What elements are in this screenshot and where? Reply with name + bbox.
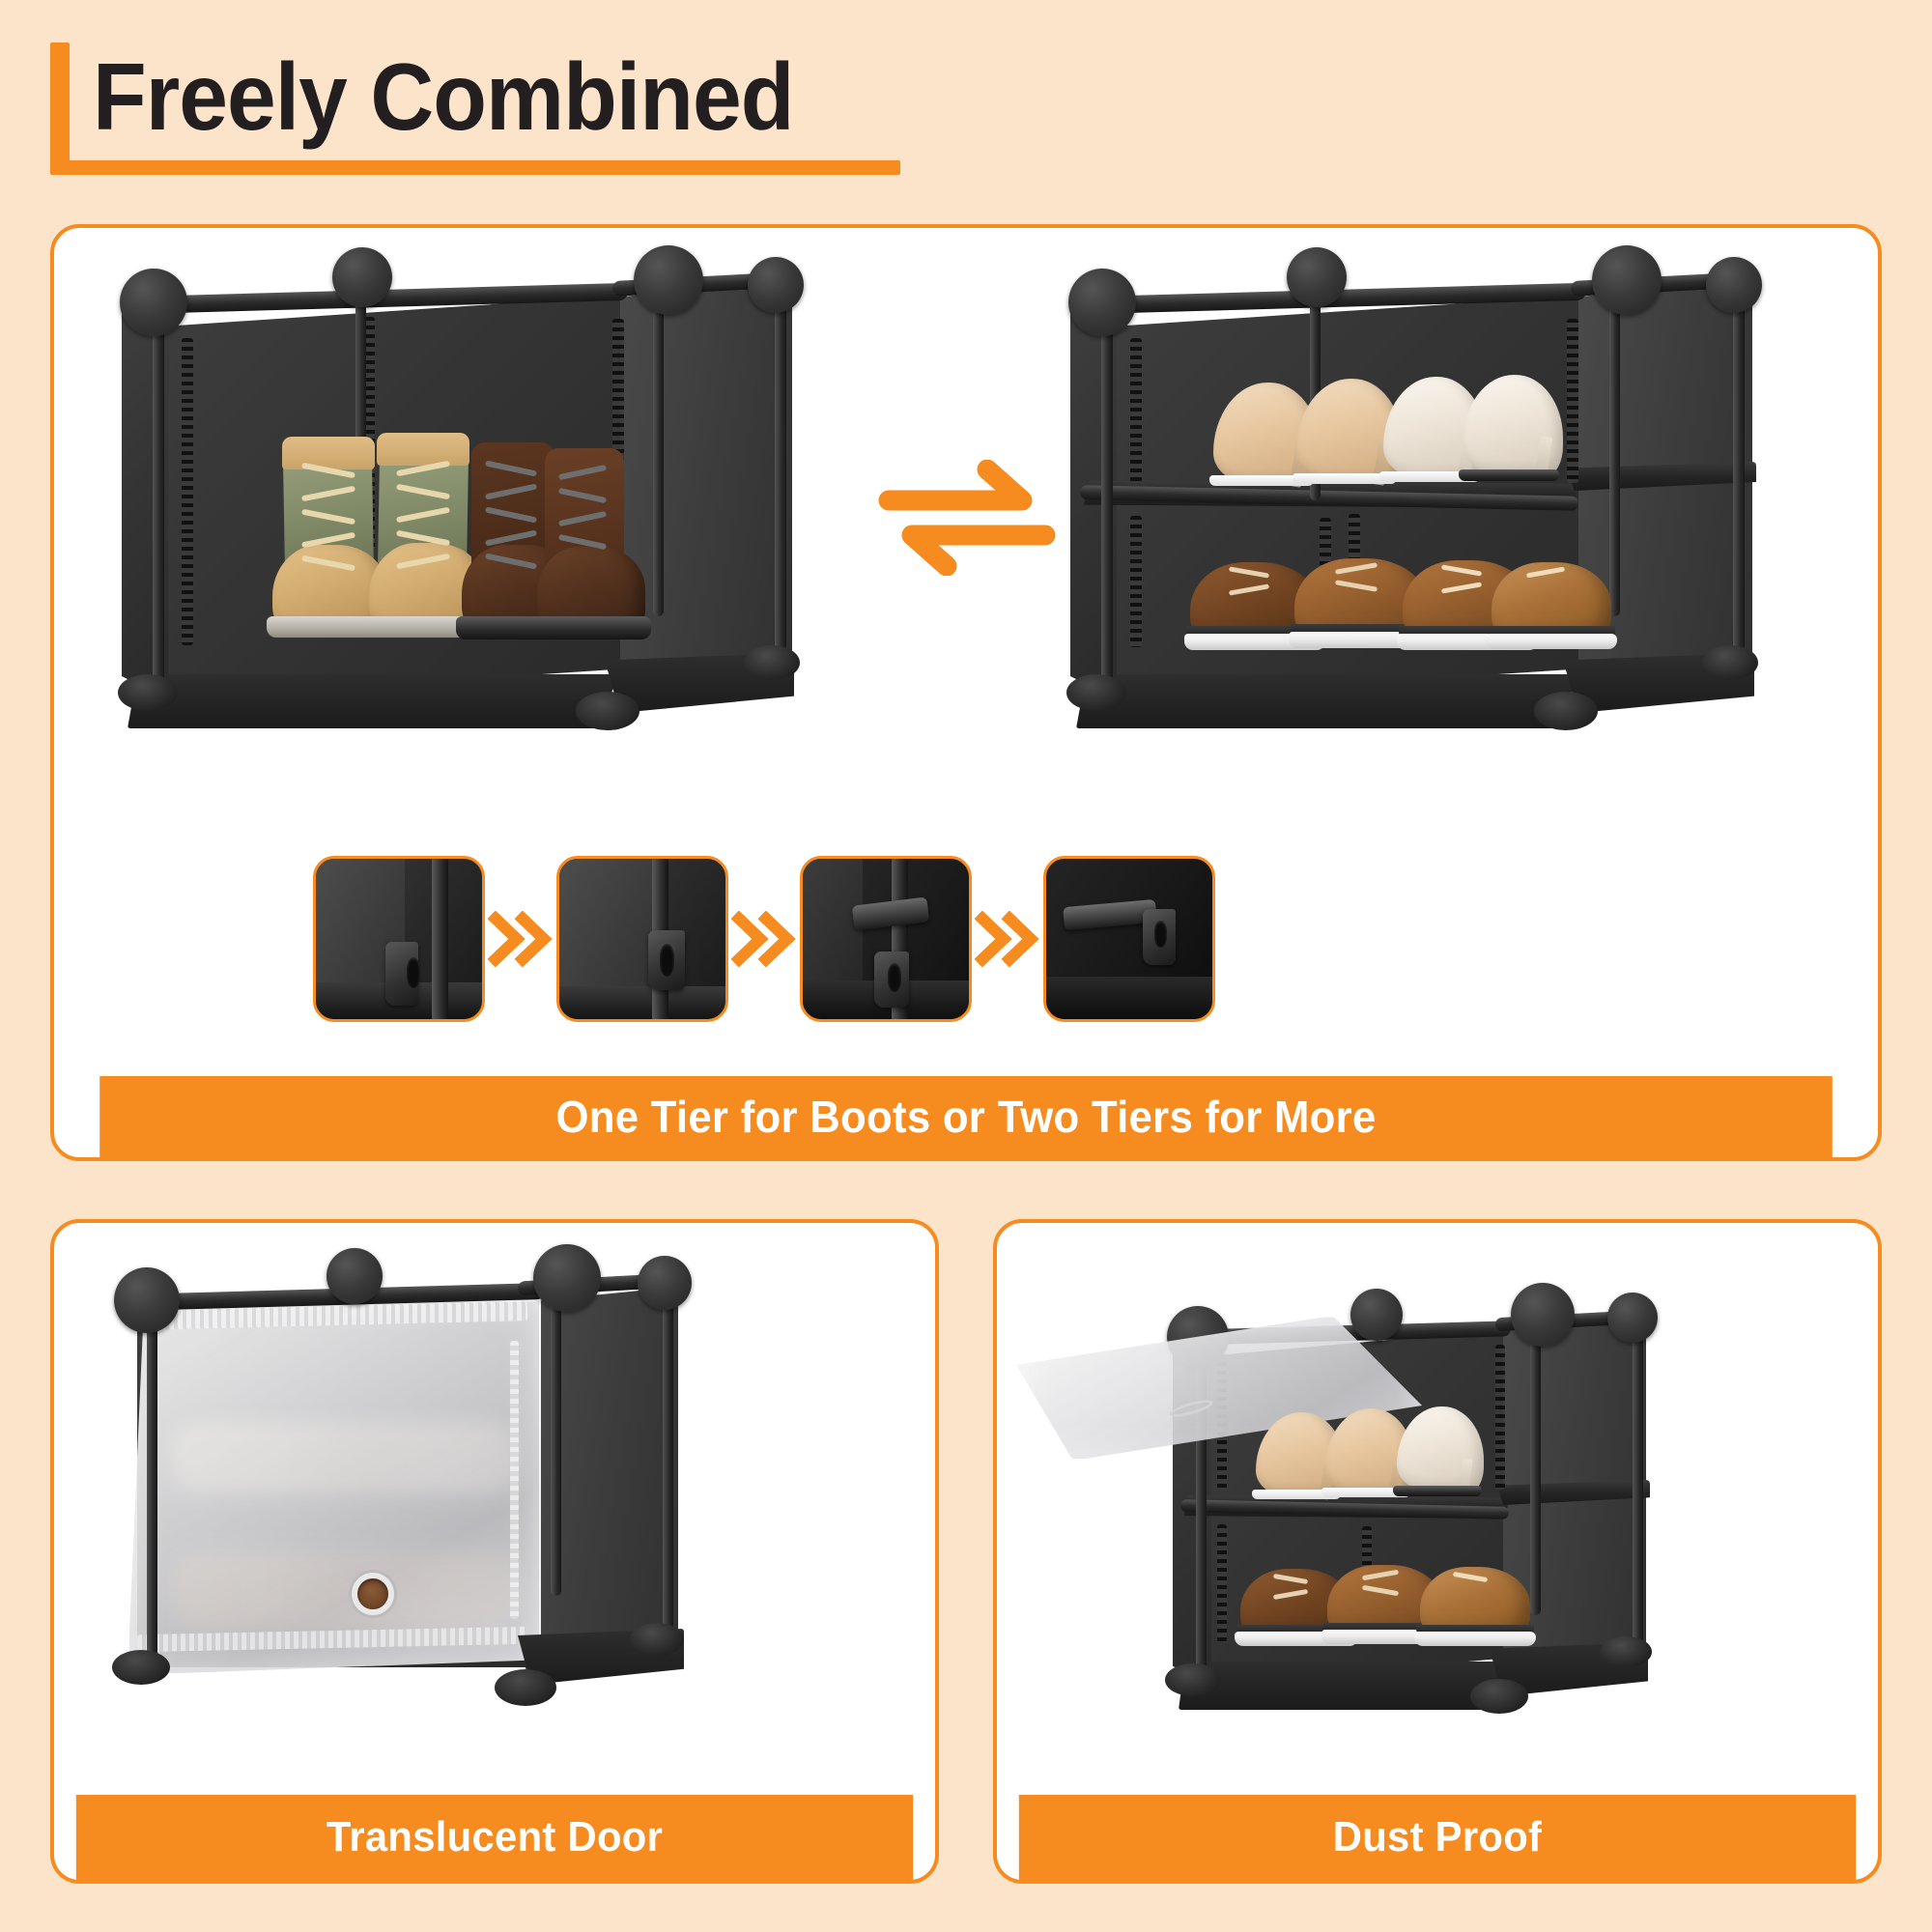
cube2-corner-knob-top-middle: [1287, 247, 1347, 307]
cube2-foot-back-right: [1702, 645, 1758, 680]
page-title-block: Freely Combined: [50, 43, 1789, 178]
translucent-door-caption: Translucent Door: [75, 1795, 914, 1880]
cube-rail-left: [182, 338, 193, 645]
translucent-door-panel: Translucent Door: [50, 1219, 939, 1884]
step-chevron-1: [485, 891, 556, 987]
assembly-step-1: [313, 856, 485, 1022]
assembly-step-2: [556, 856, 728, 1022]
cube-post-middle: [355, 298, 366, 539]
dp-foot-back-right: [1600, 1636, 1652, 1667]
door-cube-foot-front-left: [112, 1650, 170, 1685]
dp-foot-front-right: [1470, 1679, 1528, 1714]
door-cube-post-front-right: [663, 1289, 673, 1640]
translucent-door-cube-scene: [64, 1233, 933, 1774]
dp-cube-floor: [1179, 1662, 1507, 1710]
cube-post-back-right: [653, 298, 664, 616]
dp-foot-front-left: [1165, 1663, 1221, 1696]
door-cube-right-wall: [526, 1287, 678, 1669]
dp-post-front-left: [1196, 1345, 1207, 1683]
dp-knob-top-middle: [1350, 1289, 1403, 1341]
cube2-post-front-left: [1101, 313, 1113, 696]
cube2-post-back-right: [1609, 298, 1620, 616]
cube2-rail-left: [1130, 338, 1142, 483]
door-cube-knob-top-middle: [327, 1248, 383, 1304]
exchange-arrow-icon: [875, 459, 1059, 577]
step-chevron-3: [972, 891, 1043, 987]
dp-rail-right: [1495, 1345, 1505, 1490]
dust-proof-cube-scene: [1007, 1233, 1876, 1774]
door-cube-foot-front-right: [495, 1669, 556, 1706]
cube-corner-knob-top-far-right: [748, 257, 804, 313]
one-tier-cube-scene: [83, 238, 895, 837]
page-title: Freely Combined: [93, 43, 794, 150]
door-cube-knob-top-right: [533, 1244, 601, 1312]
cube2-corner-knob-top-left: [1068, 269, 1136, 336]
cube-corner-knob-top-left: [120, 269, 187, 336]
combination-panel: One Tier for Boots or Two Tiers for More: [50, 224, 1882, 1161]
title-bracket-vertical: [50, 43, 70, 168]
dp-post-front-right: [1633, 1321, 1643, 1654]
cube2-post-front-right: [1733, 288, 1745, 665]
cube-foot-front-left: [118, 674, 178, 711]
assembly-step-3: [800, 856, 972, 1022]
cube2-corner-knob-top-right: [1592, 245, 1662, 315]
dp-knob-top-far-right: [1607, 1293, 1658, 1343]
assembly-step-4: [1043, 856, 1215, 1022]
door-cube-knob-top-far-right: [638, 1256, 692, 1310]
door-cube-knob-top-left: [114, 1267, 180, 1333]
door-cube-post-front-left: [147, 1310, 157, 1673]
dp-knob-top-right: [1511, 1283, 1575, 1347]
cube-post-front-left: [153, 313, 164, 696]
cube-post-front-right: [775, 288, 786, 665]
cube2-rail-right: [1567, 319, 1578, 483]
cube-corner-knob-top-middle: [332, 247, 392, 307]
assembly-steps-row: [313, 856, 1215, 1022]
translucent-door[interactable]: [128, 1294, 541, 1675]
cube-floor: [128, 674, 618, 728]
step-chevron-2: [728, 891, 800, 987]
two-tier-cube-scene: [1030, 238, 1851, 837]
dp-rail-left-lower: [1217, 1524, 1227, 1642]
cube2-corner-knob-top-far-right: [1706, 257, 1762, 313]
dust-proof-panel: Dust Proof: [993, 1219, 1882, 1884]
cube-corner-knob-top-right: [634, 245, 703, 315]
door-handle-hole-icon[interactable]: [352, 1573, 394, 1615]
cube2-floor: [1076, 674, 1578, 728]
title-bracket-horizontal: [50, 160, 900, 175]
cube-foot-front-right: [576, 692, 639, 730]
cube-foot-back-right: [744, 645, 800, 680]
dust-proof-caption: Dust Proof: [1018, 1795, 1857, 1880]
door-right-rail: [510, 1341, 519, 1619]
door-cube-foot-back-right: [630, 1623, 684, 1656]
cube2-foot-front-left: [1066, 674, 1126, 711]
door-cube-post-back-right: [551, 1296, 561, 1596]
cube2-foot-front-right: [1534, 692, 1598, 730]
dp-post-back-right: [1530, 1329, 1541, 1615]
combination-caption: One Tier for Boots or Two Tiers for More: [99, 1076, 1833, 1157]
cube2-rail-left-lower: [1130, 516, 1142, 647]
